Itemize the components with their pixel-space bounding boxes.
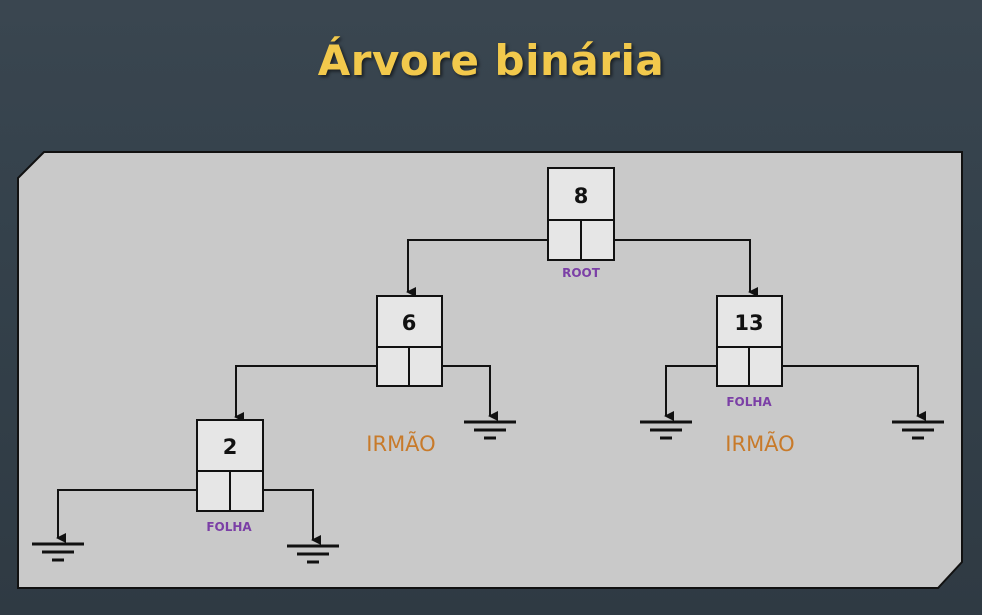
- null-ground-icon: [640, 420, 692, 440]
- edge-root-to-13: [598, 239, 758, 297]
- tree-node-2: 2 FOLHA: [196, 419, 264, 534]
- slide-title: Árvore binária: [317, 36, 665, 85]
- node-label: ROOT: [562, 266, 601, 280]
- null-ground-icon: [892, 420, 944, 440]
- edge-2-to-null-right: [247, 489, 321, 545]
- node-value: 8: [574, 184, 589, 208]
- node-value: 13: [734, 311, 763, 335]
- tree-connectors: [56, 239, 926, 545]
- sibling-label-left: IRMÃO: [366, 430, 435, 456]
- null-symbols: [32, 420, 944, 564]
- node-label: FOLHA: [206, 520, 252, 534]
- sibling-label-right: IRMÃO: [725, 430, 794, 456]
- null-ground-icon: [32, 542, 84, 562]
- edge-2-to-null-left: [56, 489, 213, 543]
- edge-6-to-2: [234, 365, 393, 422]
- tree-node-6: 6: [376, 295, 443, 387]
- edge-13-to-null-left: [664, 365, 733, 421]
- edge-6-to-null: [425, 365, 498, 421]
- edge-13-to-null-right: [765, 365, 926, 421]
- tree-node-root: 8 ROOT: [547, 167, 615, 280]
- null-ground-icon: [464, 420, 516, 440]
- node-value: 2: [223, 435, 238, 459]
- node-label: FOLHA: [726, 395, 772, 409]
- node-value: 6: [402, 311, 417, 335]
- tree-node-13: 13 FOLHA: [716, 295, 783, 409]
- edge-root-to-6: [406, 239, 565, 297]
- null-ground-icon: [287, 544, 339, 564]
